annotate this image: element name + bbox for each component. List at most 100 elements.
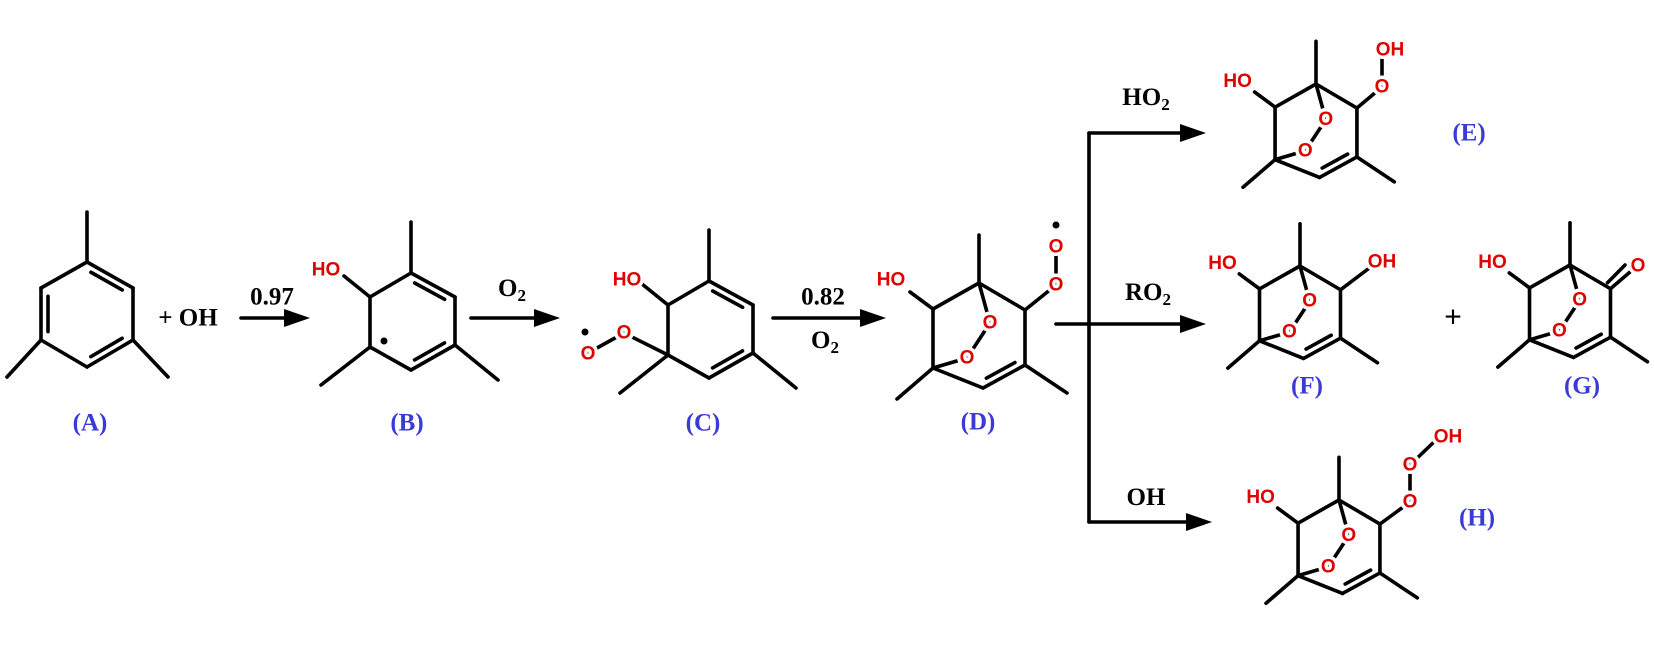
compound-a-ring-bond <box>39 338 89 369</box>
compound-a-label: (A) <box>73 410 108 437</box>
compound-a-methyl <box>5 338 43 379</box>
compound-g-label: (G) <box>1564 373 1600 400</box>
compound-h-peroxy-o: O <box>1403 455 1418 476</box>
compound-c-ring-bond <box>666 353 711 380</box>
arrow-step3-head-icon <box>860 309 886 327</box>
compound-d-bond <box>1023 363 1069 395</box>
compound-e-bond <box>1314 82 1359 110</box>
compound-h-hydroxyl: HO <box>1246 487 1275 508</box>
yield-step1: 0.97 <box>250 284 294 311</box>
compound-d-radical-dot-icon <box>1052 221 1060 229</box>
compound-f-bond <box>1301 336 1343 361</box>
oh-coreactant: + OH <box>158 305 218 332</box>
compound-h-bridge-o: O <box>1341 525 1356 546</box>
compound-e-bond <box>1273 148 1308 162</box>
compound-d-bond <box>977 281 1027 312</box>
compound-h-oo-bond <box>1408 438 1438 467</box>
arrow-ro2-head-icon <box>1180 315 1206 333</box>
compound-d-bridge-o: O <box>983 313 998 334</box>
arrow-ho2-head-icon <box>1180 124 1206 142</box>
compound-b-double-bond <box>412 281 447 302</box>
compound-f-hydroxyl: HO <box>1208 253 1237 274</box>
compound-h-bond <box>1337 498 1351 538</box>
compound-c-methyl <box>618 353 670 395</box>
compound-g-carbonyl-bond <box>1605 263 1627 285</box>
compound-c-double-bond <box>710 349 745 370</box>
compound-f-bond <box>1226 338 1262 370</box>
compound-h-bond <box>1340 571 1382 596</box>
compound-c-double-bond <box>710 289 745 310</box>
compound-f-bond <box>1338 336 1380 365</box>
compound-g-bond <box>1557 298 1582 333</box>
compound-e-bond <box>1314 82 1328 122</box>
compound-e-bond <box>1241 157 1277 190</box>
reagent-step3-subscript: 2 <box>830 338 839 357</box>
compound-b-ring-bond <box>368 345 413 372</box>
compound-a-ring-bond <box>85 260 135 290</box>
reagent-ho2: HO2 <box>1122 84 1169 114</box>
compound-b-ring-bond <box>409 343 457 372</box>
compound-g-bond <box>1568 263 1613 291</box>
compound-c-ring-bond <box>707 351 755 380</box>
compound-g-hydroxyl: HO <box>1478 252 1507 273</box>
compound-g-bond <box>1507 271 1532 290</box>
compound-e-hydroxyl: HO <box>1223 71 1252 92</box>
reagent-oh-base: OH <box>1127 484 1166 511</box>
compound-h-oo-bond <box>1378 500 1412 526</box>
compound-b-label: (B) <box>390 410 423 437</box>
compound-e-bond <box>1273 82 1318 109</box>
compound-h-label: (H) <box>1459 505 1495 532</box>
compound-f-bond <box>1298 264 1343 292</box>
compound-f-hydroxyl-right: OH <box>1368 252 1397 273</box>
compound-f-bond <box>1287 299 1312 334</box>
compound-b-radical-dot-icon <box>380 337 388 345</box>
compound-e-bridge-o: O <box>1298 140 1313 161</box>
compound-b-hydroxyl: HO <box>312 260 341 281</box>
compound-b-methyl <box>453 343 500 382</box>
compound-f-bond <box>1257 330 1292 343</box>
compound-a-ring-bond <box>39 260 89 290</box>
compound-g-bond <box>1608 335 1650 364</box>
compound-h-peroxy-o: O <box>1403 492 1418 513</box>
compound-g-bond <box>1568 263 1582 303</box>
compound-e-bond <box>1317 155 1359 180</box>
compound-e-bond <box>1273 157 1322 180</box>
compound-b-ring-bond <box>409 271 457 299</box>
reagent-ro2-base: RO <box>1125 279 1163 306</box>
compound-e-bridge-o: O <box>1318 109 1333 130</box>
compound-a-ring-bond <box>85 338 135 369</box>
compound-e-bond <box>1355 155 1397 184</box>
compound-c-oo-bond <box>586 331 626 355</box>
compound-c-peroxy-o: O <box>581 344 596 365</box>
compound-d-label: (D) <box>961 409 996 436</box>
compound-f-bond <box>1298 264 1312 304</box>
compound-h-peroxy-oh: OH <box>1434 427 1463 448</box>
compound-f-double-bond <box>1304 333 1334 351</box>
reagent-ro2: RO2 <box>1125 279 1171 309</box>
reagent-step3-base: O <box>811 327 830 354</box>
compound-h-bond <box>1378 571 1420 600</box>
compound-e-double-bond <box>1320 152 1350 170</box>
reagent-ho2-base: HO <box>1122 84 1161 111</box>
compound-c-methyl <box>751 351 798 390</box>
compound-a-methyl <box>131 338 170 379</box>
compound-h-bond <box>1264 573 1300 606</box>
compound-f-label: (F) <box>1291 373 1323 400</box>
compound-d-bond <box>931 356 969 370</box>
compound-h-bond <box>1337 498 1382 526</box>
compound-c-ring-bond <box>707 279 755 307</box>
arrow-step2-head-icon <box>534 309 560 327</box>
compound-g-bridge-o: O <box>1552 321 1567 342</box>
compound-b-double-bond <box>412 341 447 362</box>
compound-d-bond <box>981 363 1027 390</box>
arrow-oh-head-icon <box>1186 513 1212 531</box>
reagent-step3: O2 <box>811 327 839 357</box>
compound-d-bond <box>931 366 985 390</box>
compound-g-carbonyl-bond <box>1608 270 1632 291</box>
compound-d-bond <box>908 290 935 311</box>
compound-d-double-bond <box>984 360 1017 380</box>
compound-h-bond <box>1326 533 1351 569</box>
compound-g-bond <box>1527 337 1576 360</box>
